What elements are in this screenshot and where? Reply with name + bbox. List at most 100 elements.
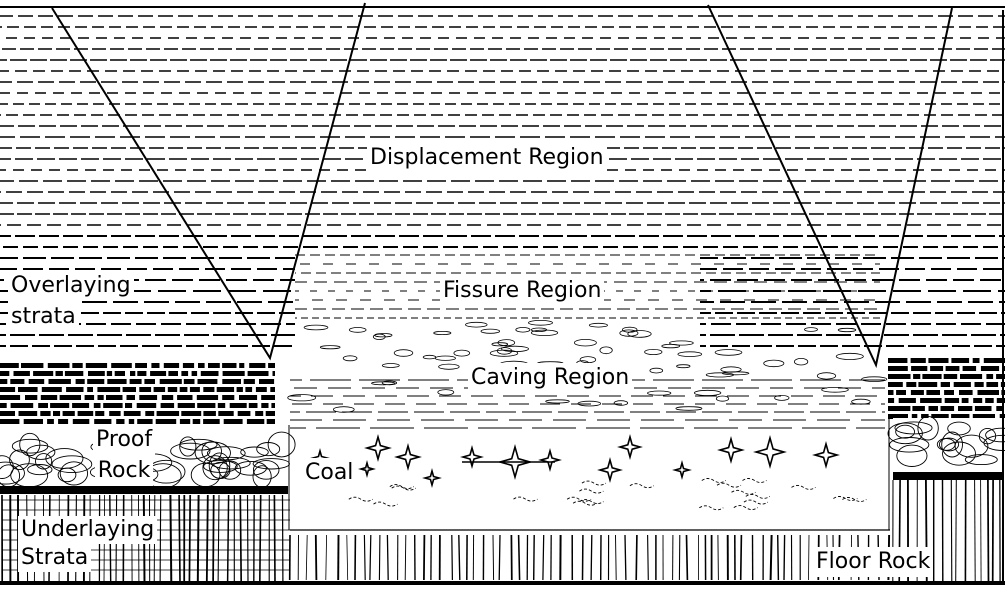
right-bars-bar: [986, 382, 999, 387]
right-bars-bar: [977, 390, 999, 395]
left-bars-bar: [94, 419, 112, 424]
left-bars-bar: [153, 387, 166, 392]
caving-lens: [393, 349, 414, 357]
left-bars-bar: [179, 387, 188, 392]
coal-squiggle: [745, 493, 771, 499]
caving-lens: [821, 386, 849, 393]
left-bars-bar: [208, 363, 220, 368]
caving-lens: [793, 358, 809, 366]
right-bars-bar: [943, 374, 958, 379]
caving-lens: [675, 406, 703, 411]
left-bars-bar: [13, 371, 30, 376]
left-bars-bar: [139, 395, 158, 400]
caving-lens: [480, 328, 501, 334]
left-proof-pebble: [59, 461, 89, 486]
left-bars-bar: [50, 403, 70, 408]
right-bars-bar: [888, 398, 895, 403]
floor-hatch-stroke: [369, 534, 372, 581]
caving-lens: [371, 381, 396, 386]
left-bars-bar: [135, 363, 147, 368]
right-bars-bar: [928, 358, 949, 363]
left-bars-bar: [38, 403, 48, 408]
left-bars-bar: [0, 411, 15, 416]
left-bars-bar: [144, 379, 155, 384]
left-bars-bar: [18, 387, 38, 392]
left-bars-bar: [128, 419, 135, 424]
caving-lens: [491, 342, 509, 347]
left-bars-bar: [183, 379, 195, 384]
left-bars-bar: [75, 379, 85, 384]
left-bars-bar: [216, 387, 235, 392]
left-bars-bar: [145, 411, 155, 416]
right-proof-pebble: [985, 427, 1005, 443]
coal-sparkle: [358, 460, 376, 478]
caving-lens: [342, 355, 358, 362]
left-proof-pebble: [203, 460, 238, 473]
left-bars-bar: [255, 411, 264, 416]
left-bars-bar: [159, 379, 182, 384]
left-bars-bar: [197, 379, 218, 384]
floor-hatch-stroke: [615, 534, 617, 581]
right-bars-bar: [974, 406, 992, 411]
floor-hatch-stroke: [451, 534, 454, 581]
coal-sparkle: [422, 468, 442, 488]
coal-squiggle: [742, 478, 767, 483]
right-bars-bar: [959, 390, 973, 395]
coal-sparkle: [717, 436, 745, 464]
left-bars-bar: [18, 411, 38, 416]
left-bars-bar: [203, 419, 220, 424]
left-bars-bar: [261, 395, 275, 400]
right-bars-bar: [912, 406, 925, 411]
left-bars-bar: [87, 379, 105, 384]
right-floor-hatch-stroke: [950, 479, 953, 584]
fissure-region-label: Fissure Region: [440, 276, 605, 306]
right-floor-hatch-stroke: [955, 479, 957, 584]
left-bars-bar: [85, 363, 108, 368]
caving-lens: [721, 371, 750, 376]
left-bars-bar: [197, 403, 216, 408]
left-bars-bar: [0, 395, 21, 400]
caving-region-label: Caving Region: [468, 363, 633, 393]
floor-hatch-stroke: [590, 534, 593, 581]
overlaying-strata-line-1: Overlaying: [8, 270, 134, 301]
left-roof-slab: [0, 486, 288, 494]
right-bars-bar: [945, 366, 960, 371]
right-bars-bar: [911, 366, 928, 371]
left-proof-pebble: [179, 436, 197, 457]
left-bars-bar: [248, 403, 258, 408]
left-bars-bar: [239, 363, 245, 368]
floor-hatch-stroke: [517, 534, 521, 581]
left-bars-bar: [189, 387, 200, 392]
caving-lens: [715, 395, 730, 402]
left-bars-bar: [84, 395, 95, 400]
left-proof-pebble: [0, 461, 25, 485]
left-bars-bar: [270, 387, 275, 392]
coal-sparkle: [753, 435, 787, 469]
left-bars-bar: [217, 403, 226, 408]
left-proof-pebble: [57, 467, 77, 483]
left-bars-bar: [116, 419, 125, 424]
floor-hatch-stroke: [423, 534, 426, 581]
right-bars-bar: [888, 374, 911, 379]
caving-lens: [422, 354, 437, 360]
left-bars-bar: [129, 379, 142, 384]
left-bars-bar: [66, 387, 84, 392]
left-bars-bar: [246, 419, 265, 424]
coal-sparkle: [672, 460, 692, 480]
left-bars-bar: [87, 387, 93, 392]
left-bars-bar: [72, 419, 90, 424]
right-bars-bar: [940, 382, 950, 387]
right-bars-bar: [920, 398, 942, 403]
left-bars-bar: [161, 395, 174, 400]
caving-lens: [835, 352, 864, 360]
coal-squiggle: [581, 480, 607, 486]
floor-hatch-stroke: [717, 534, 719, 581]
left-bars-bar: [163, 363, 180, 368]
right-proof-pebble: [896, 444, 928, 467]
caving-lens: [837, 327, 857, 333]
left-bars-bar: [62, 411, 75, 416]
right-bars-bar: [910, 358, 926, 363]
overlaying-strata-line-2: strata: [8, 301, 79, 332]
floor-hatch-stroke: [635, 534, 638, 581]
